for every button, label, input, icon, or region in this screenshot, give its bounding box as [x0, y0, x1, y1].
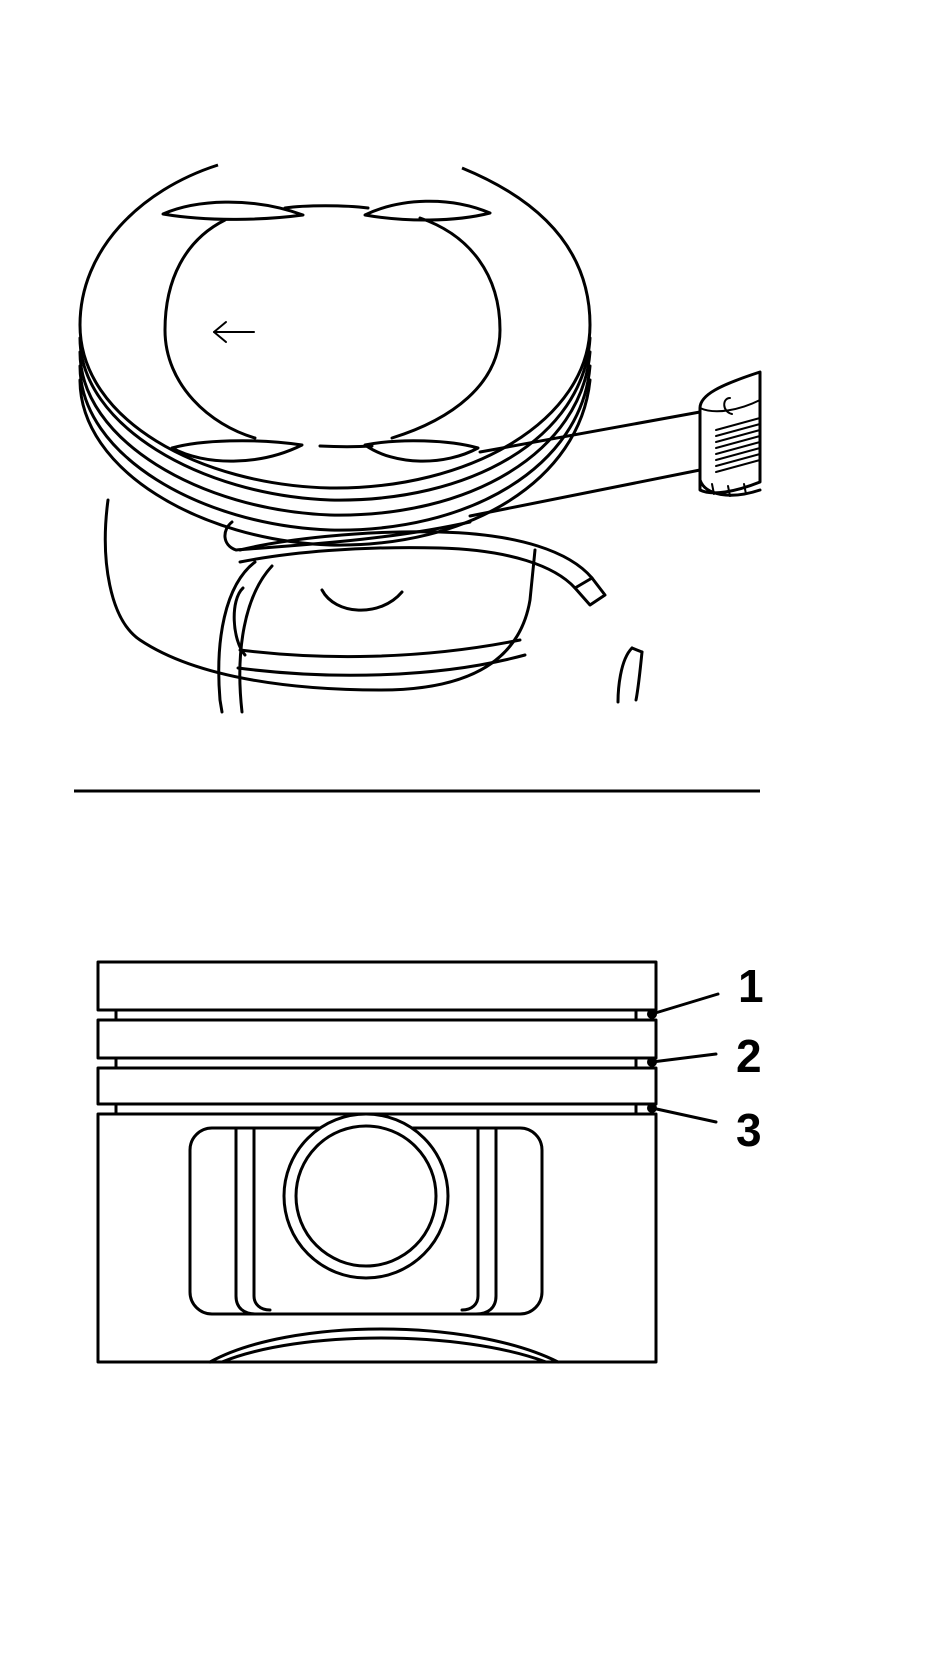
- piston-ring-lower-right: [616, 646, 634, 704]
- piston-crown-bowl: [163, 218, 257, 440]
- ring-groove-4: [78, 364, 592, 532]
- feeler-gauge-base: [698, 478, 762, 497]
- piston-ring-lower-right-inner: [634, 650, 644, 702]
- pin-boss-right-rib-inner: [460, 1126, 480, 1312]
- piston-ring-inner: [238, 546, 577, 590]
- feeler-gauge-blade-top: [478, 410, 702, 454]
- piston-skirt-arch-inner: [220, 1336, 548, 1364]
- piston-ring-loop-left-inner: [238, 564, 274, 714]
- piston-skirt-arch: [208, 1327, 560, 1364]
- piston-second-land: [96, 1018, 658, 1060]
- callout-leader-1: [647, 992, 720, 1019]
- piston-pin-notch: [320, 588, 404, 612]
- piston-ring-end: [573, 576, 607, 607]
- piston-pin-bore-outer: [282, 1112, 450, 1280]
- valve-relief-bottom-right: [363, 439, 480, 463]
- piston-crown-outline: [78, 163, 592, 490]
- feeler-gauge-blade-bottom: [468, 468, 702, 518]
- callout-leader-3: [647, 1103, 718, 1124]
- callout-label-1: 1: [738, 960, 764, 1012]
- piston-skirt-edge: [238, 638, 522, 659]
- pin-boss-left-rib: [234, 1126, 258, 1316]
- piston-ring-lower-right-cap: [630, 646, 644, 654]
- feeler-gauge-base-marks: [711, 483, 747, 497]
- piston-crown-bowl-top: [283, 204, 370, 210]
- piston-side-bulge: [232, 586, 247, 657]
- callout-label-3: 3: [736, 1104, 762, 1156]
- ring-groove-3: [78, 350, 592, 517]
- piston-ring-loop-left: [217, 560, 257, 714]
- valve-relief-bottom-left: [170, 439, 304, 463]
- ring-groove-2: [78, 336, 592, 502]
- piston-side-view: 1 2 3: [96, 960, 764, 1364]
- ring-groove-5: [78, 378, 592, 547]
- piston-top-view: [78, 163, 762, 714]
- piston-ring-groove-contact: [223, 520, 472, 552]
- valve-relief-top-left: [161, 200, 305, 221]
- piston-top-land: [96, 960, 658, 1012]
- piston-third-land: [96, 1066, 658, 1106]
- valve-relief-top-right: [363, 199, 492, 222]
- piston-pin-bore-inner: [294, 1124, 438, 1268]
- callout-leader-2: [647, 1052, 718, 1067]
- piston-ring-outer: [238, 530, 594, 580]
- feeler-gauge-graduations: [715, 417, 761, 473]
- piston-skirt-band: [236, 653, 527, 677]
- piston-crown-bowl-right: [390, 216, 502, 440]
- callout-label-2: 2: [736, 1030, 762, 1082]
- pin-boss-left-rib-inner: [252, 1126, 272, 1312]
- direction-arrow-icon: [213, 321, 255, 343]
- pin-boss-right-rib: [474, 1126, 498, 1316]
